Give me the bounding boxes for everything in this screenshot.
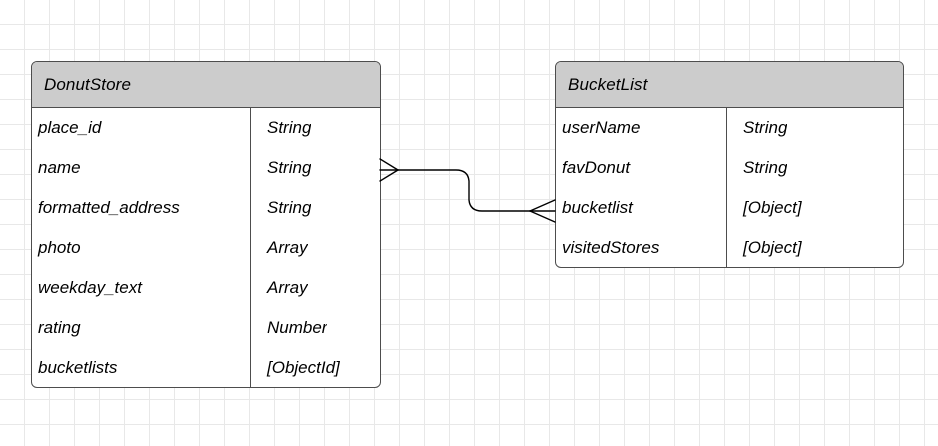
relationship-donutstore-bucketlist[interactable]	[379, 158, 556, 223]
entity-bucketlist[interactable]: BucketList userName String favDonut Stri…	[555, 61, 904, 268]
attribute-row[interactable]: bucketlist [Object]	[556, 188, 903, 228]
attribute-type: [Object]	[743, 238, 802, 257]
attribute-type: Number	[267, 318, 328, 337]
crows-foot-left	[379, 158, 399, 182]
attribute-row[interactable]: rating Number	[32, 308, 380, 348]
attribute-name: place_id	[38, 118, 102, 137]
attribute-row[interactable]: formatted_address String	[32, 188, 380, 228]
crows-foot-right	[529, 199, 556, 223]
attribute-type: [Object]	[743, 198, 802, 217]
attribute-type: String	[743, 158, 788, 177]
attribute-row[interactable]: place_id String	[32, 108, 380, 148]
attribute-name: weekday_text	[38, 278, 142, 297]
entity-donutstore[interactable]: DonutStore place_id String name String f…	[31, 61, 381, 388]
attribute-type: Array	[267, 238, 308, 257]
attribute-name: bucketlist	[562, 198, 633, 217]
attribute-name: userName	[562, 118, 641, 137]
attribute-row[interactable]: visitedStores [Object]	[556, 228, 903, 267]
entity-bucketlist-header[interactable]: BucketList	[556, 62, 903, 108]
attribute-type: String	[743, 118, 788, 137]
attribute-name: name	[38, 158, 81, 177]
entity-bucketlist-title: BucketList	[568, 74, 648, 94]
column-divider	[726, 108, 727, 267]
attribute-type: String	[267, 198, 312, 217]
attribute-name: photo	[38, 238, 81, 257]
attribute-row[interactable]: favDonut String	[556, 148, 903, 188]
entity-bucketlist-attributes: userName String favDonut String bucketli…	[556, 108, 903, 267]
attribute-row[interactable]: name String	[32, 148, 380, 188]
entity-donutstore-title: DonutStore	[44, 74, 131, 94]
entity-donutstore-attributes: place_id String name String formatted_ad…	[32, 108, 380, 387]
attribute-row[interactable]: weekday_text Array	[32, 268, 380, 308]
attribute-name: formatted_address	[38, 198, 180, 217]
attribute-type: String	[267, 158, 312, 177]
attribute-type: Array	[267, 278, 308, 297]
attribute-name: favDonut	[562, 158, 631, 177]
attribute-row[interactable]: photo Array	[32, 228, 380, 268]
attribute-name: bucketlists	[38, 358, 118, 377]
attribute-type: [ObjectId]	[267, 358, 340, 377]
attribute-row[interactable]: bucketlists [ObjectId]	[32, 348, 380, 387]
attribute-row[interactable]: userName String	[556, 108, 903, 148]
attribute-name: visitedStores	[562, 238, 660, 257]
column-divider	[250, 108, 251, 387]
entity-donutstore-header[interactable]: DonutStore	[32, 62, 380, 108]
connector-line	[397, 169, 531, 212]
attribute-name: rating	[38, 318, 81, 337]
attribute-type: String	[267, 118, 312, 137]
